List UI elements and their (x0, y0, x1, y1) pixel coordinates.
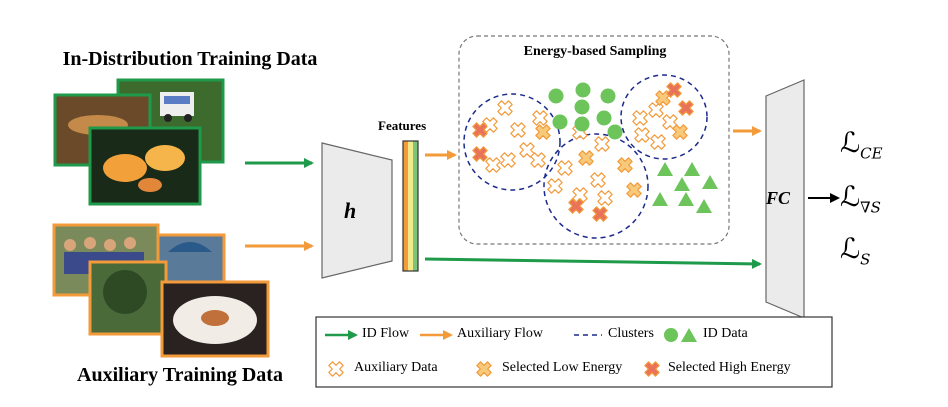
id-triangle-point (674, 177, 690, 191)
legend-clusters: Clusters (608, 326, 654, 341)
high-energy-point (678, 100, 694, 116)
aux-point (634, 127, 650, 143)
legend-x-icons (328, 361, 660, 377)
high-energy-point (472, 122, 488, 138)
high-energy-point (592, 206, 608, 222)
legend-aux-flow: Auxiliary Flow (457, 326, 543, 341)
encoder-h-block (321, 142, 393, 279)
high-energy-point (666, 82, 682, 98)
aux-point (530, 152, 546, 168)
features-label: Features (378, 118, 427, 133)
id-triangle-point (652, 192, 668, 206)
aux-image-stack (52, 223, 270, 358)
aux-point (594, 136, 610, 152)
aux-point (590, 172, 606, 188)
legend-id-data: ID Data (703, 326, 748, 341)
legend-high-energy: Selected High Energy (668, 360, 791, 375)
legend-high-energy-icon (644, 361, 660, 377)
loss-s-subscript: S (860, 250, 871, 269)
low-energy-point (617, 157, 633, 173)
id-triangle-point (657, 162, 673, 176)
id-circle-point (596, 110, 612, 126)
id-triangle-point (684, 162, 700, 176)
id-triangle-point (696, 199, 712, 213)
legend-low-energy: Selected Low Energy (502, 360, 623, 375)
loss-ce: ℒCE (840, 126, 883, 163)
aux-point (597, 190, 613, 206)
cluster-bottom (543, 133, 649, 239)
legend-id-circle-icon (664, 328, 678, 342)
features-bar (402, 140, 419, 272)
loss-s: ℒS (840, 232, 871, 269)
sampling-title: Energy-based Sampling (523, 44, 667, 59)
low-energy-point (655, 90, 671, 106)
legend-low-energy-icon (476, 361, 492, 377)
aux-point (632, 110, 648, 126)
loss-grad-s-subscript: ∇S (860, 198, 881, 217)
legend-box (315, 316, 833, 388)
legend-id-triangle-icon (681, 328, 697, 342)
id-circle-point (574, 99, 590, 115)
legend-symbols (325, 328, 697, 342)
id-circle-point (607, 124, 623, 140)
id-triangle-point (702, 175, 718, 189)
auxiliary-title: Auxiliary Training Data (77, 364, 283, 386)
id-circle-point (600, 88, 616, 104)
aux-point (648, 102, 664, 118)
in-distribution-title: In-Distribution Training Data (62, 48, 318, 70)
legend-aux-data: Auxiliary Data (354, 360, 438, 375)
aux-point (547, 178, 563, 194)
aux-point (557, 160, 573, 176)
legend-id-flow: ID Flow (362, 326, 410, 341)
cluster-right (620, 74, 708, 160)
aux-point (497, 100, 513, 116)
legend-aux-data-icon (328, 361, 344, 377)
energy-sampling-box (458, 35, 730, 245)
loss-ce-subscript: CE (860, 144, 883, 163)
fc-label: FC (766, 188, 791, 208)
low-energy-point (578, 150, 594, 166)
aux-point (650, 134, 666, 150)
aux-point (519, 142, 535, 158)
aux-point (662, 114, 678, 130)
id-circle-point (575, 82, 591, 98)
low-energy-point (626, 182, 642, 198)
aux-point (485, 157, 501, 173)
low-energy-point (535, 124, 551, 140)
id-triangle-point (678, 192, 694, 206)
id-circle-point (552, 114, 568, 130)
aux-point (532, 110, 548, 126)
id-flow-arrow-fc (424, 257, 762, 269)
high-energy-point (472, 146, 488, 162)
id-circle-point (574, 116, 590, 132)
high-energy-point (568, 198, 584, 214)
sample-points (472, 82, 718, 222)
aux-point (510, 122, 526, 138)
clusters (463, 74, 708, 239)
cluster-left (463, 93, 561, 191)
h-label: h (344, 198, 357, 223)
loss-grad-s: ℒ∇S (840, 180, 881, 217)
id-circle-point (548, 88, 564, 104)
aux-point (500, 152, 516, 168)
low-energy-point (672, 124, 688, 140)
id-image-stack (53, 78, 225, 206)
